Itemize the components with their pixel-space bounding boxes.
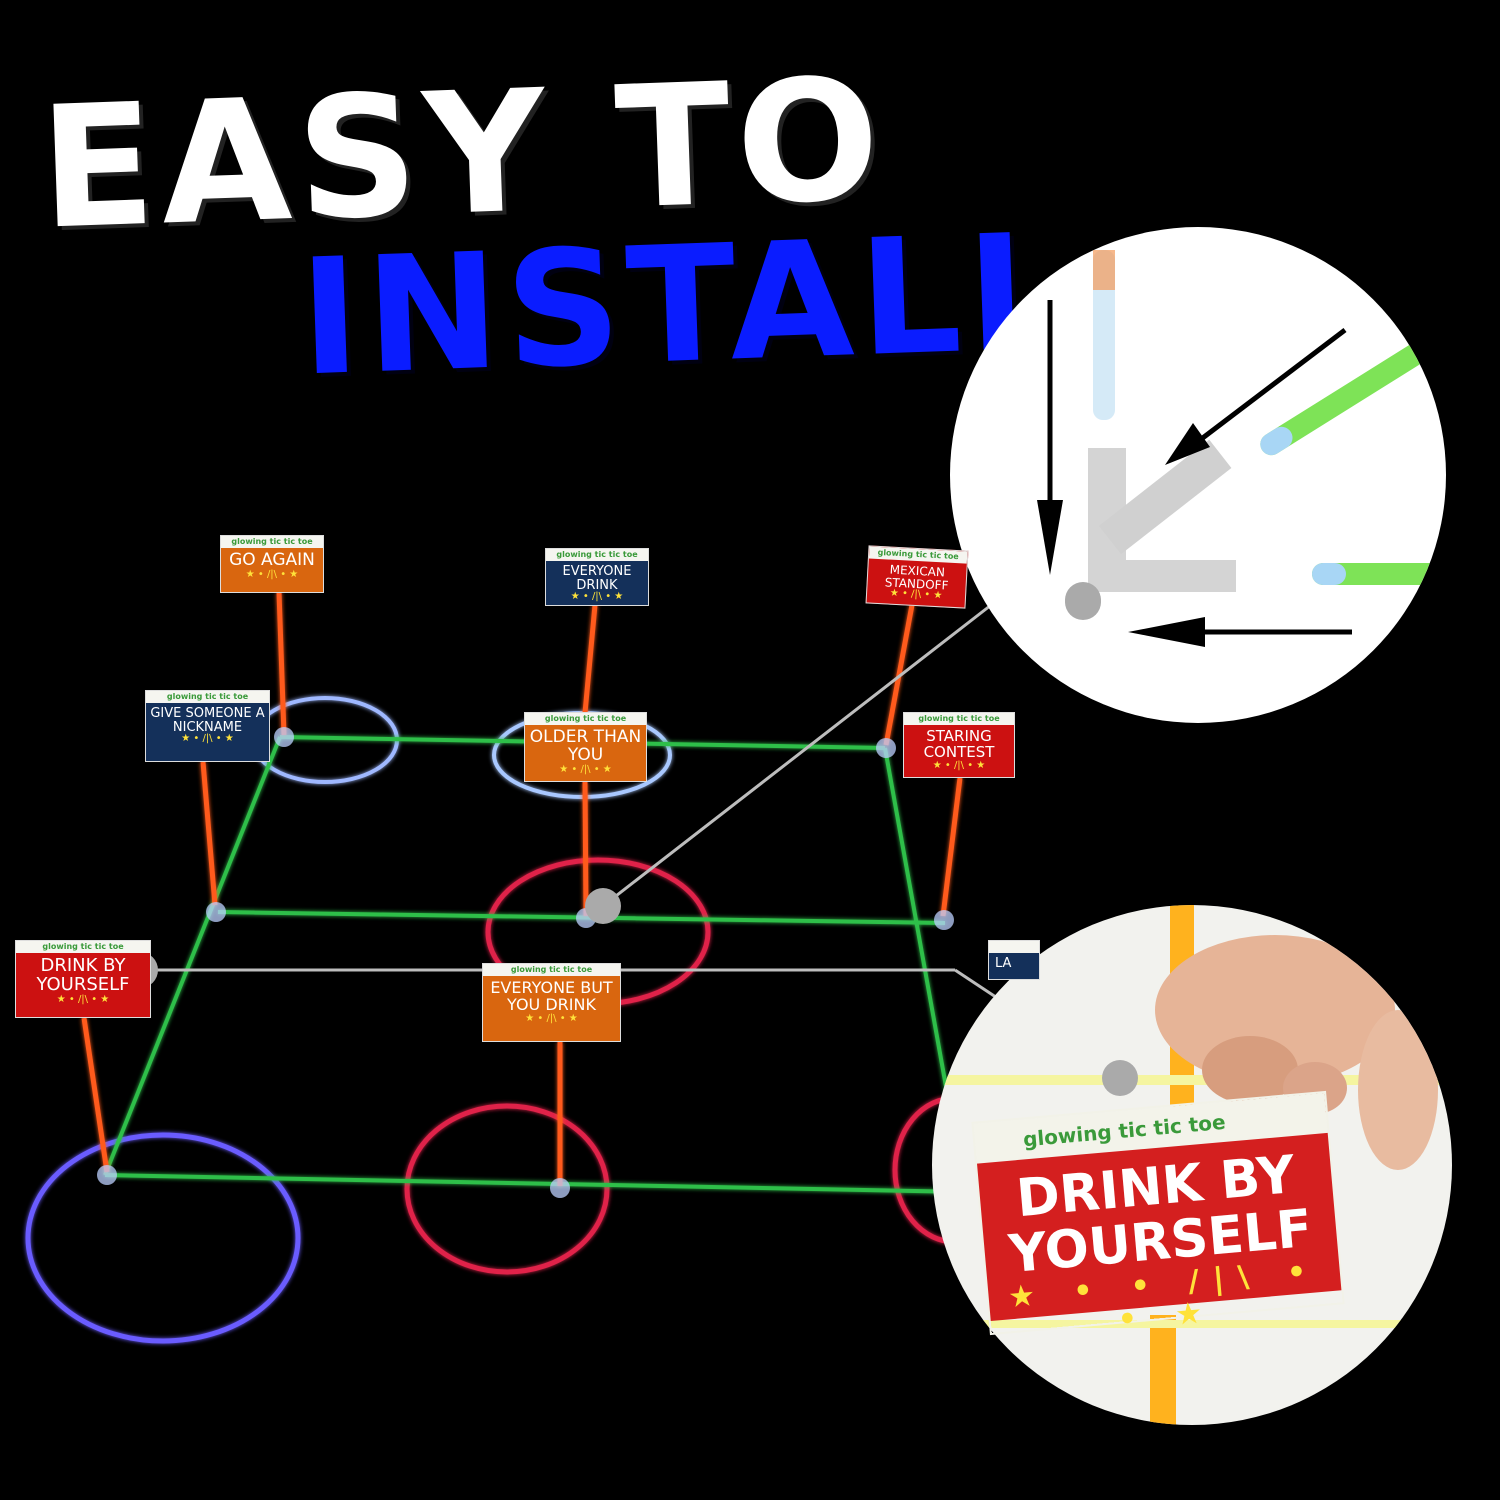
- sign-stars: ★ • /|\ • ★: [56, 993, 110, 1005]
- zoom-circle-connector: [950, 227, 1446, 723]
- callout-lines: [140, 600, 1119, 1080]
- sign-go-again: glowing tic tic toe GO AGAIN ★ • /|\ • ★: [220, 535, 324, 593]
- connector-icon: [97, 727, 954, 1198]
- sign-brand: glowing tic tic toe: [546, 549, 648, 561]
- sign-give-someone-a-nickname: glowing tic tic toe GIVE SOMEONE A NICKN…: [145, 690, 270, 762]
- sign-brand: glowing tic tic toe: [146, 691, 269, 703]
- zoom-sign-text: DRINK BY YOURSELF ★ • • /|\ • • ★: [977, 1132, 1342, 1338]
- sign-drink-by-yourself: glowing tic tic toe DRINK BY YOURSELF ★ …: [15, 940, 151, 1018]
- arrow-diagonal-icon: [1165, 328, 1347, 465]
- sign-text: DRINK BY YOURSELF: [36, 955, 130, 995]
- sign-everyone-but-you-drink: glowing tic tic toe EVERYONE BUT YOU DRI…: [482, 963, 621, 1042]
- sign-brand: [989, 941, 1039, 953]
- sign-partial: LA: [988, 940, 1040, 980]
- sign-stars: ★ • /|\ • ★: [181, 733, 234, 745]
- zoom-sign-drink-by-yourself: glowing tic tic toe DRINK BY YOURSELF ★ …: [973, 1093, 1343, 1338]
- sign-stars: ★ • /|\ • ★: [245, 568, 299, 580]
- arrow-down-icon: [1037, 300, 1063, 575]
- sign-brand: glowing tic tic toe: [16, 941, 150, 953]
- ring-red-bottom-center: [404, 1103, 610, 1275]
- callout-dot: [585, 888, 621, 924]
- ring-blue-bottom-left: [25, 1132, 301, 1344]
- sign-text: EVERYONE DRINK: [562, 564, 632, 593]
- sign-everyone-drink: glowing tic tic toe EVERYONE DRINK ★ • /…: [545, 548, 649, 606]
- callout-dot: [1065, 584, 1101, 620]
- sign-staring-contest: glowing tic tic toe STARING CONTEST ★ • …: [903, 712, 1015, 778]
- sign-brand: glowing tic tic toe: [904, 713, 1014, 725]
- sign-text: EVERYONE BUT YOU DRINK: [490, 978, 613, 1014]
- sign-brand: glowing tic tic toe: [483, 964, 620, 976]
- sign-stars: ★ • /|\ • ★: [570, 591, 624, 603]
- sign-text: LA: [995, 956, 1012, 971]
- sign-text: GO AGAIN: [229, 550, 315, 570]
- sign-text: OLDER THAN YOU: [529, 727, 642, 765]
- arrow-left-icon: [1128, 617, 1352, 647]
- sign-text: GIVE SOMEONE A NICKNAME: [150, 706, 265, 735]
- sign-text: STARING CONTEST: [923, 727, 995, 761]
- sign-stars: ★ • /|\ • ★: [559, 763, 612, 775]
- sign-brand: glowing tic tic toe: [221, 536, 323, 548]
- sign-stars: ★ • /|\ • ★: [525, 1012, 578, 1024]
- sign-stars: ★ • /|\ • ★: [932, 759, 986, 771]
- sign-older-than-you: glowing tic tic toe OLDER THAN YOU ★ • /…: [524, 712, 647, 782]
- orange-poles: [81, 591, 963, 1186]
- sign-mexican-standoff: glowing tic tic toe MEXICAN STANDOFF ★ •…: [865, 545, 969, 609]
- sign-brand: glowing tic tic toe: [525, 713, 646, 725]
